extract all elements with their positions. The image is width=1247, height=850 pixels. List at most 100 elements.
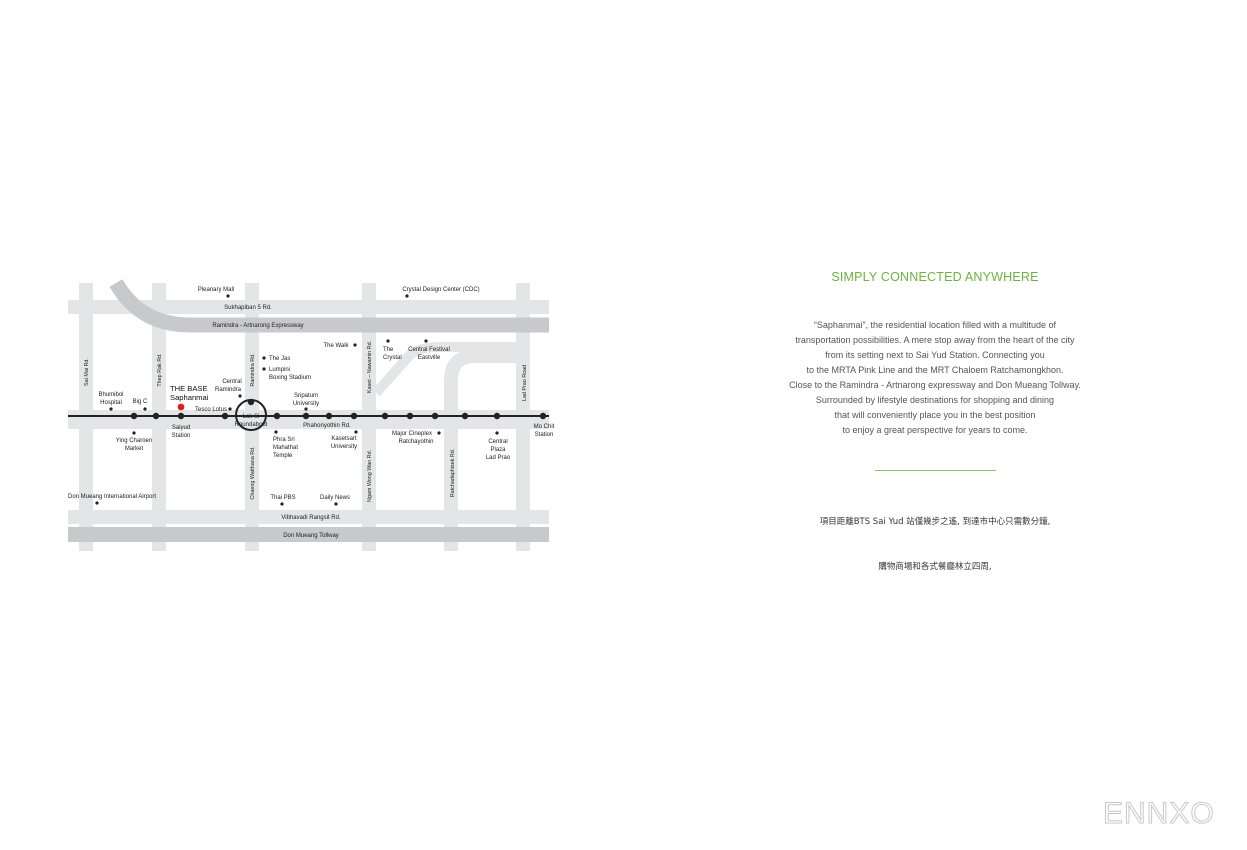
- poi-dot: [437, 431, 441, 435]
- label-lumpini-2: Boxing Stadium: [269, 375, 311, 381]
- poi-dot: [304, 407, 308, 411]
- project-location-marker: [177, 403, 185, 411]
- label-chaeng-watthana-rd: Chaeng Watthana Rd.: [250, 446, 256, 499]
- label-thep-rak-rd: Thep Rak Rd.: [157, 353, 163, 386]
- location-map: Pleanary Mall Crystal Design Center (CDC…: [68, 279, 555, 551]
- label-saiyud-2: Station: [172, 433, 191, 439]
- road-tollway: [68, 527, 549, 542]
- label-thai-pbs: Thai PBS: [270, 495, 295, 501]
- poi-dot: [274, 430, 278, 434]
- label-the-jas: The Jas: [269, 356, 290, 362]
- label-vibhavadi: Vibhavadi Rangsit Rd.: [281, 515, 341, 521]
- label-mo-chit-1: Mo Chit: [534, 424, 555, 430]
- label-ramindra-expressway: Ramindra - Artnarong Expressway: [212, 323, 303, 329]
- poi-markers: [95, 294, 499, 506]
- label-pleanary-mall: Pleanary Mall: [198, 287, 234, 293]
- label-ying-charoen-1: Ying Charoen: [116, 438, 152, 444]
- station-dot: [221, 412, 229, 420]
- label-phra-sri-1: Phra Sri: [273, 437, 295, 443]
- label-the-base-1: THE BASE: [170, 384, 208, 393]
- road-sukhapiban: [68, 300, 549, 314]
- label-the-crystal-1: The: [383, 347, 394, 353]
- poi-dot: [95, 501, 99, 505]
- poi-dot: [386, 339, 390, 343]
- description-line: from its setting next to Sai Yud Station…: [825, 350, 1045, 360]
- label-ying-charoen-2: Market: [125, 446, 144, 452]
- label-the-walk: The Walk: [323, 343, 349, 349]
- label-kasetsart-2: University: [331, 444, 357, 450]
- map-labels: Pleanary Mall Crystal Design Center (CDC…: [68, 287, 555, 539]
- station-dot: [350, 412, 358, 420]
- station-dot: [152, 412, 160, 420]
- label-central-ramindra-2: Ramindra: [215, 387, 242, 393]
- label-saiyud-1: Saiyud: [172, 425, 190, 431]
- label-kasetsart-1: Kasetsart: [331, 436, 357, 442]
- label-ngam-wong-wan-rd: Ngam Wong Wan Rd.: [367, 450, 373, 502]
- label-central-festival-2: Eastville: [418, 355, 441, 361]
- label-daily-news: Daily News: [320, 495, 350, 501]
- label-central-ladprao-2: Plaza: [490, 447, 506, 453]
- station-dot: [325, 412, 333, 420]
- label-sukhapiban: Sukhapiban 5 Rd.: [224, 305, 272, 311]
- station-dot: [539, 412, 547, 420]
- poi-dot: [424, 339, 428, 343]
- label-don-mueang-tollway: Don Mueang Tollway: [283, 533, 339, 539]
- station-dot: [302, 412, 310, 420]
- poi-dot: [132, 431, 136, 435]
- label-big-c: Big C: [133, 399, 148, 405]
- label-bhumibol-1: Bhumibol: [98, 392, 123, 398]
- divider-line: [875, 470, 996, 471]
- description-line: transportation possibilities. A mere sto…: [795, 335, 1075, 345]
- description-paragraph: “Saphanmai”, the residential location fi…: [760, 318, 1110, 438]
- road-vibhavadi: [68, 510, 549, 524]
- road-ratchadaphisek: [444, 349, 518, 551]
- poi-dot: [226, 294, 230, 298]
- description-line: “Saphanmai”, the residential location fi…: [813, 320, 1057, 330]
- station-dot: [273, 412, 281, 420]
- road-crystal-diagonal: [372, 342, 518, 397]
- poi-dot: [334, 502, 338, 506]
- description-line: to enjoy a great perspective for years t…: [842, 425, 1028, 435]
- label-kaset-nawamin-rd: Kaset – Nawamin Rd.: [367, 341, 373, 393]
- poi-dot: [143, 407, 147, 411]
- label-phra-sri-3: Temple: [273, 453, 293, 459]
- station-dot: [493, 412, 501, 420]
- label-sripatum-2: University: [293, 401, 319, 407]
- station-dot: [381, 412, 389, 420]
- road-phahonyothin: [68, 410, 549, 429]
- poi-dot: [495, 431, 499, 435]
- label-lad-prao-road: Lad Prao Road: [522, 365, 528, 401]
- label-major-cineplex-1: Major Cineplex: [392, 431, 432, 437]
- label-sai-mai-rd: Sai Mai Rd.: [84, 358, 90, 386]
- station-dot: [406, 412, 414, 420]
- label-lak-si-1: Lak Si: [243, 414, 260, 420]
- description-line: that will conveniently place you in the …: [834, 410, 1036, 420]
- label-central-ladprao-3: Lad Prao: [486, 455, 511, 461]
- label-sripatum-1: Sripatum: [294, 393, 318, 399]
- poi-dot: [228, 407, 232, 411]
- label-central-ramindra-1: Central: [222, 379, 241, 385]
- label-lumpini-1: Lumpini: [269, 367, 290, 373]
- chinese-text-line-1: 項目距離BTS Sai Yud 站僅幾步之遙, 到達市中心只需數分鐘,: [819, 517, 1051, 527]
- label-ratchadaphisek-rd: Ratchadaphisek Rd.: [450, 449, 456, 498]
- road-ramindra-expressway: [109, 279, 549, 333]
- station-dot: [130, 412, 138, 420]
- poi-dot: [109, 407, 113, 411]
- poi-dot: [280, 502, 284, 506]
- label-central-ladprao-1: Central: [488, 439, 507, 445]
- poi-dot: [405, 294, 409, 298]
- poi-dot: [238, 394, 242, 398]
- label-mo-chit-2: Station: [535, 432, 554, 438]
- label-the-crystal-2: Crystal: [383, 355, 402, 361]
- poi-dot: [354, 430, 358, 434]
- station-dot: [177, 412, 185, 420]
- label-the-base-2: Saphanmai: [170, 393, 209, 402]
- poi-dot: [262, 356, 266, 360]
- station-dot: [461, 412, 469, 420]
- description-line: to the MRTA Pink Line and the MRT Chaloe…: [806, 365, 1064, 375]
- station-dot: [247, 398, 255, 406]
- label-tesco-lotus: Tesco Lotus: [195, 407, 227, 413]
- chinese-text-line-2: 購物商場和各式餐廳林立四周,: [878, 562, 992, 572]
- label-lak-si-2: Roundabout: [235, 422, 268, 428]
- poi-dot: [262, 367, 266, 371]
